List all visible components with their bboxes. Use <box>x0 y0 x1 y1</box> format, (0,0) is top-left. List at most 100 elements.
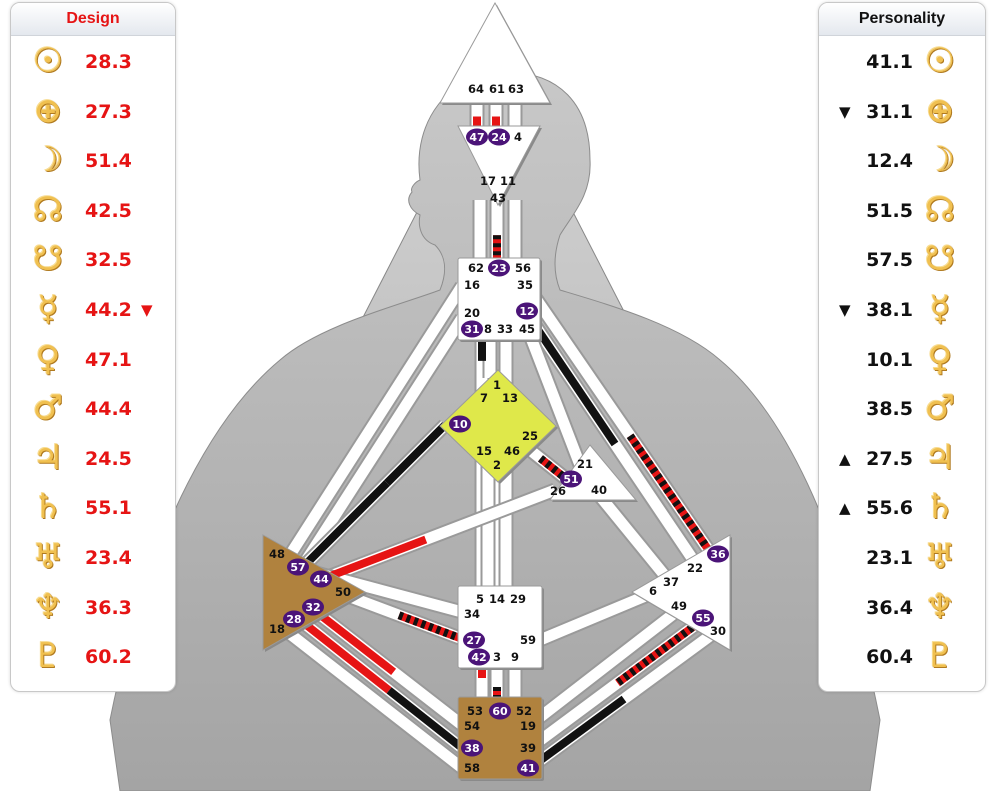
gate-11[interactable]: 11 <box>500 174 516 188</box>
gate-64[interactable]: 64 <box>468 82 484 96</box>
moon-icon: ☽ <box>32 140 64 181</box>
gate-6[interactable]: 6 <box>649 584 657 598</box>
design-gate-line-value: 44.2 <box>85 298 132 321</box>
gate-24[interactable]: 24 <box>491 131 507 144</box>
gate-48[interactable]: 48 <box>269 547 285 561</box>
gate-1[interactable]: 1 <box>493 378 501 392</box>
neptune-icon: ♆ <box>924 586 956 627</box>
gate-56[interactable]: 56 <box>515 261 531 275</box>
personality-gate-line-value: 41.1 <box>866 51 913 73</box>
gate-57[interactable]: 57 <box>290 561 305 574</box>
gate-5[interactable]: 5 <box>476 592 484 606</box>
gate-33[interactable]: 33 <box>497 322 513 336</box>
personality-row: ♂38.5 <box>819 383 985 433</box>
gate-28[interactable]: 28 <box>286 613 301 626</box>
gate-54[interactable]: 54 <box>464 719 480 733</box>
gate-3[interactable]: 3 <box>493 650 501 664</box>
gate-62[interactable]: 62 <box>468 261 484 275</box>
design-gate-line-value: 44.4 <box>85 398 132 421</box>
g-center <box>439 369 558 484</box>
gate-47[interactable]: 47 <box>469 131 484 144</box>
gate-9[interactable]: 9 <box>511 650 519 664</box>
gate-32[interactable]: 32 <box>305 601 320 614</box>
gate-52[interactable]: 52 <box>516 704 532 718</box>
gate-26[interactable]: 26 <box>550 484 566 498</box>
gate-20[interactable]: 20 <box>464 306 480 320</box>
south-node-icon: ☋ <box>924 239 956 280</box>
personality-row: ♀ 10.1 <box>819 334 985 384</box>
gate-55[interactable]: 55 <box>695 612 710 625</box>
gate-50[interactable]: 50 <box>335 585 351 599</box>
gate-17[interactable]: 17 <box>480 174 496 188</box>
gate-35[interactable]: 35 <box>517 278 533 292</box>
gate-44[interactable]: 44 <box>313 573 329 586</box>
gate-8[interactable]: 8 <box>484 322 492 336</box>
gate-7[interactable]: 7 <box>480 391 488 405</box>
gate-15[interactable]: 15 <box>476 444 492 458</box>
gate-38[interactable]: 38 <box>464 742 479 755</box>
design-gate-line-value: 55.1 <box>85 497 132 520</box>
gate-16[interactable]: 16 <box>464 278 480 292</box>
gate-36[interactable]: 36 <box>710 548 726 561</box>
gate-21[interactable]: 21 <box>577 457 593 471</box>
gate-4[interactable]: 4 <box>514 130 522 144</box>
mercury-icon: ☿ <box>37 288 59 329</box>
personality-row: ♄55.6▲ <box>819 482 985 532</box>
gate-2[interactable]: 2 <box>493 458 501 472</box>
saturn-icon: ♄ <box>924 487 956 528</box>
personality-panel: Personality ☉41.1⊕31.1▼☽12.4☊51.5☋57.5☿3… <box>818 2 986 692</box>
gate-12[interactable]: 12 <box>519 305 534 318</box>
design-row: ☽51.4 <box>11 135 175 185</box>
gate-10-activation-marker <box>449 415 471 433</box>
gate-34[interactable]: 34 <box>464 607 480 621</box>
gate-60[interactable]: 60 <box>492 705 508 718</box>
gate-41[interactable]: 41 <box>520 762 535 775</box>
gate-59[interactable]: 59 <box>520 633 536 647</box>
personality-gate-line-value: 55.6 <box>866 497 913 520</box>
gate-51[interactable]: 51 <box>563 473 578 486</box>
uranus-icon: ♅ <box>924 536 956 577</box>
head-center <box>439 1 552 105</box>
gate-39[interactable]: 39 <box>520 741 536 755</box>
gate-25[interactable]: 25 <box>522 429 538 443</box>
gate-61[interactable]: 61 <box>489 82 505 96</box>
design-gate-line-value: 27.3 <box>85 100 132 123</box>
gate-49[interactable]: 49 <box>671 599 687 613</box>
gate-27-activation-marker <box>463 631 485 649</box>
gate-45[interactable]: 45 <box>519 322 535 336</box>
channel-45-21 <box>521 327 587 468</box>
personality-list: ☉41.1⊕31.1▼☽12.4☊51.5☋57.5☿38.1▼♀10.1♂38… <box>819 36 985 681</box>
gate-30[interactable]: 30 <box>710 624 726 638</box>
gate-14[interactable]: 14 <box>489 592 505 606</box>
gate-29[interactable]: 29 <box>510 592 526 606</box>
personality-row: ♆36.4 <box>819 582 985 632</box>
personality-gate-line-value: 10.1 <box>866 348 913 371</box>
gate-18[interactable]: 18 <box>269 622 285 636</box>
design-gate-line-value: 42.5 <box>85 199 132 222</box>
ajna-center <box>457 125 542 207</box>
gate-42[interactable]: 42 <box>471 651 486 664</box>
mars-icon: ♂ <box>32 388 64 429</box>
gate-46[interactable]: 46 <box>504 444 520 458</box>
gate-53[interactable]: 53 <box>467 704 483 718</box>
gate-23[interactable]: 23 <box>491 262 506 275</box>
gate-37[interactable]: 37 <box>663 575 679 589</box>
venus-icon: ♀ <box>927 338 953 379</box>
gate-31[interactable]: 31 <box>464 323 479 336</box>
gate-27[interactable]: 27 <box>466 634 481 647</box>
gate-13[interactable]: 13 <box>502 391 518 405</box>
gate-40[interactable]: 40 <box>591 483 607 497</box>
south-node-icon: ☋ <box>32 239 64 280</box>
design-gate-line-value: 23.4 <box>85 546 132 569</box>
gate-51-activation-marker <box>560 470 582 488</box>
gate-10[interactable]: 10 <box>452 418 468 431</box>
design-row: ⊕27.3 <box>11 86 175 136</box>
gate-58[interactable]: 58 <box>464 761 480 775</box>
personality-gate-line-value: 23.1 <box>866 546 913 569</box>
gate-19[interactable]: 19 <box>520 719 536 733</box>
gate-63[interactable]: 63 <box>508 82 524 96</box>
gate-22[interactable]: 22 <box>687 561 703 575</box>
personality-row: ☉41.1 <box>819 36 985 86</box>
gate-43[interactable]: 43 <box>490 191 506 205</box>
